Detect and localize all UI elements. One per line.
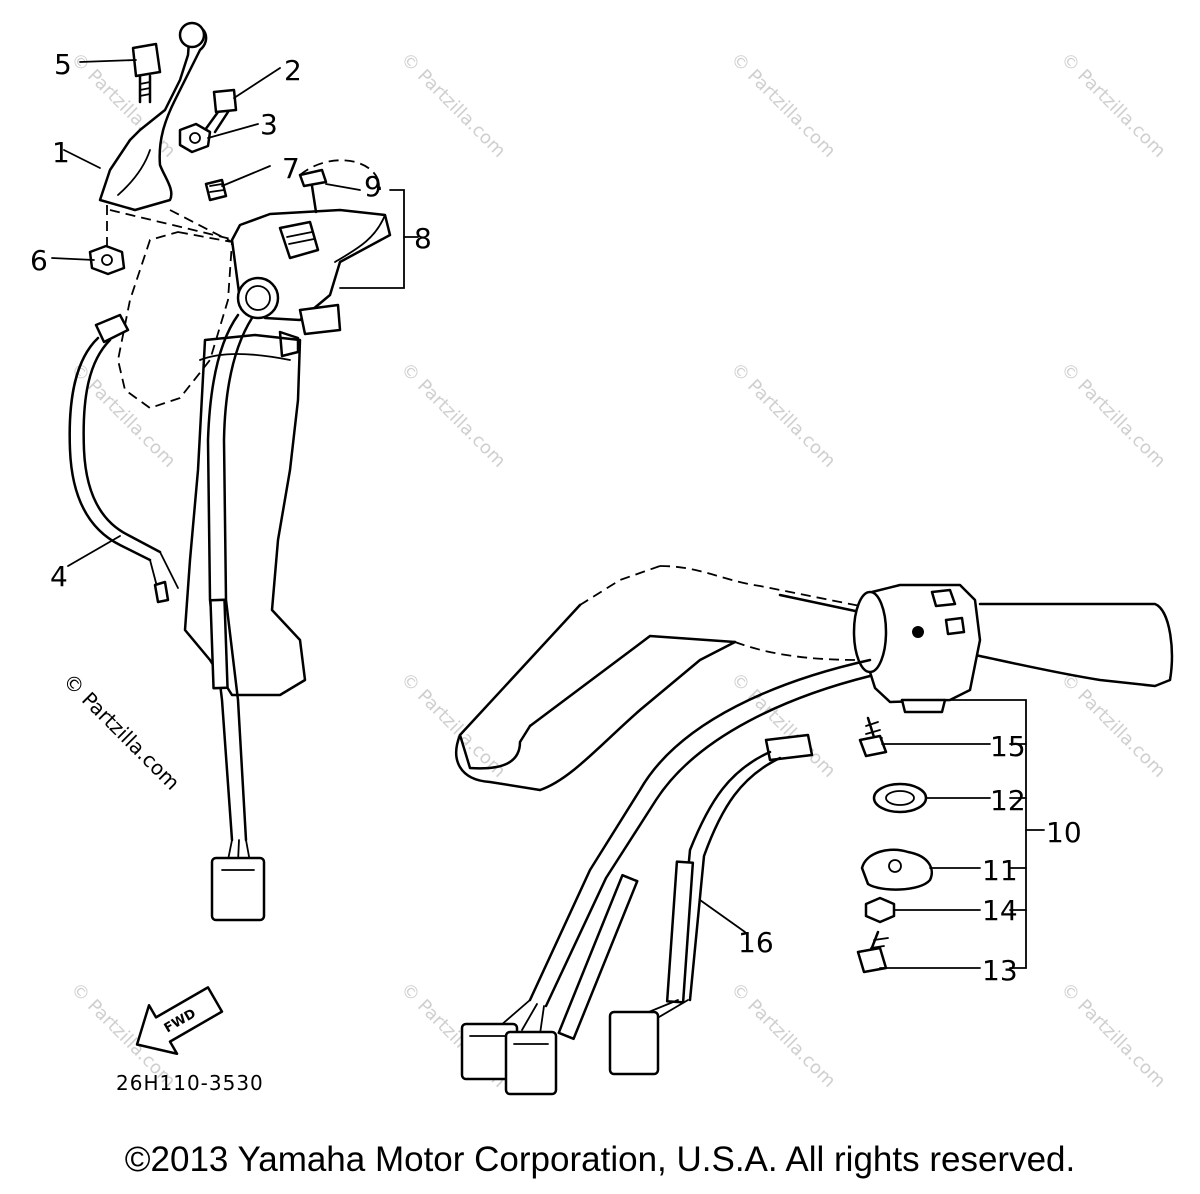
left-switch-assembly [68, 21, 392, 922]
watermark: © Partzilla.com [396, 359, 509, 472]
callout-6: 6 [30, 244, 48, 277]
callout-numbers: 5 2 3 1 7 9 8 6 4 15 12 10 11 14 13 16 [30, 48, 1082, 987]
watermark: © Partzilla.com [1056, 979, 1169, 1092]
right-switch-assembly [455, 565, 1174, 1096]
watermark: © Partzilla.com [726, 359, 839, 472]
callout-11: 11 [982, 854, 1018, 887]
watermark: © Partzilla.com [396, 669, 509, 782]
diagram-code: 26H110-3530 [116, 1071, 264, 1095]
callout-3: 3 [260, 108, 278, 141]
callout-2: 2 [284, 54, 302, 87]
side-watermark: © Partzilla.com [58, 669, 184, 795]
callout-12: 12 [990, 784, 1026, 817]
callout-16: 16 [738, 926, 774, 959]
watermark-layer: © Partzilla.com © Partzilla.com © Partzi… [66, 49, 1169, 1092]
callout-13: 13 [982, 954, 1018, 987]
watermark: © Partzilla.com [726, 49, 839, 162]
callout-10: 10 [1046, 816, 1082, 849]
callout-15: 15 [990, 730, 1026, 763]
watermark: © Partzilla.com [396, 49, 509, 162]
watermark: © Partzilla.com [1056, 49, 1169, 162]
callout-14: 14 [982, 894, 1018, 927]
callout-leaders [51, 59, 1045, 969]
callout-5: 5 [54, 48, 72, 81]
callout-4: 4 [50, 560, 68, 593]
fwd-arrow: FWD [135, 986, 224, 1055]
copyright-notice: ©2013 Yamaha Motor Corporation, U.S.A. A… [124, 1140, 1076, 1179]
watermark: © Partzilla.com [726, 979, 839, 1092]
callout-8: 8 [414, 222, 432, 255]
callout-1: 1 [52, 136, 70, 169]
callout-7: 7 [282, 152, 300, 185]
watermark: © Partzilla.com [66, 49, 179, 162]
callout-9: 9 [364, 170, 382, 203]
watermark: © Partzilla.com [1056, 359, 1169, 472]
